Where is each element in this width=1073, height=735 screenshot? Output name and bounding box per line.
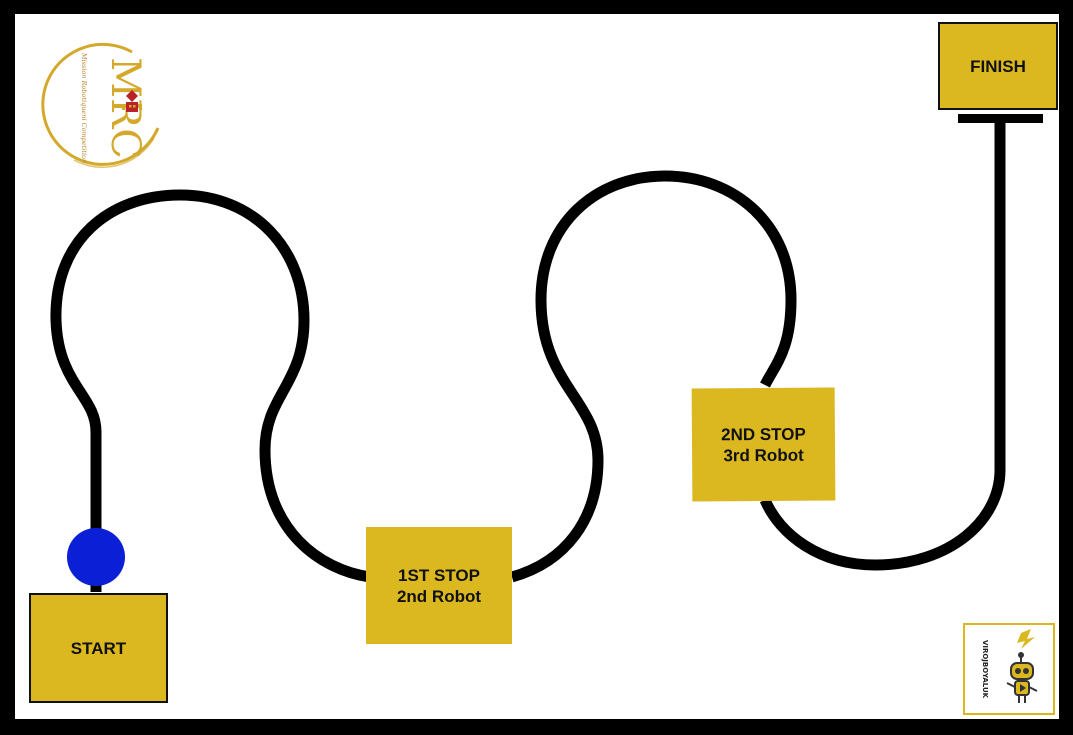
mrc-logo: MRC Mission Robotiqueni Competition [36, 42, 168, 172]
finish-bar [958, 114, 1043, 123]
robot-crest-icon [122, 90, 142, 112]
finish-zone: FINISH [938, 22, 1058, 110]
second-stop-title: 2ND STOP [721, 424, 806, 444]
first-stop-zone: 1ST STOP 2nd Robot [366, 527, 512, 644]
first-stop-title: 1ST STOP [398, 565, 480, 585]
line-track-path [50, 118, 1006, 592]
robot-marker [67, 528, 125, 586]
start-label: START [70, 638, 127, 658]
first-stop-robot: 2nd Robot [396, 586, 482, 606]
sponsor-logo: VIROJBOYALUK [963, 623, 1055, 715]
sponsor-text: VIROJBOYALUK [981, 640, 989, 699]
finish-label: FINISH [970, 56, 1026, 76]
second-stop-robot: 3rd Robot [723, 445, 804, 465]
mrc-caption: Mission Robotiqueni Competition [80, 52, 88, 163]
start-zone: START [29, 593, 168, 703]
robot-mascot-icon [1006, 629, 1038, 703]
second-stop-zone: 2ND STOP 3rd Robot [691, 387, 836, 502]
game-board [15, 14, 1059, 719]
